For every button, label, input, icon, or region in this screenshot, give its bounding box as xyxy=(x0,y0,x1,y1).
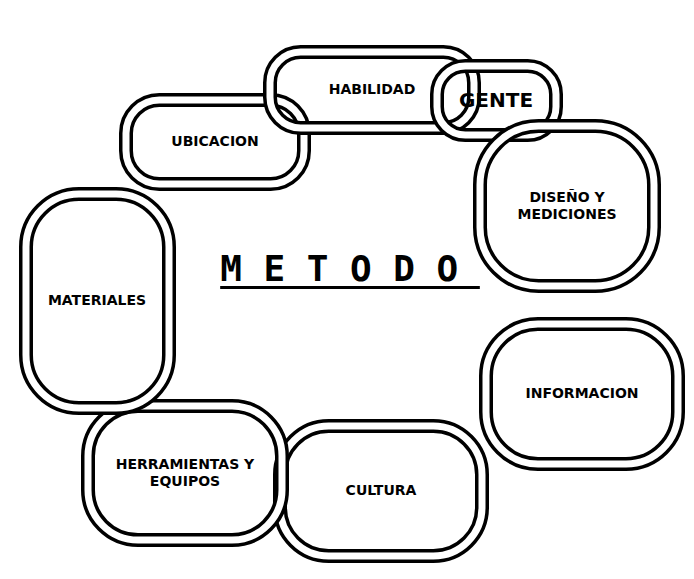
link-label: GENTE xyxy=(459,88,533,113)
chain-link: DISEÑO Y MEDICIONES xyxy=(472,118,662,294)
link-label: MATERIALES xyxy=(48,292,146,310)
link-band-outer xyxy=(480,126,654,286)
link-label: DISEÑO Y MEDICIONES xyxy=(502,189,632,224)
link-band-inner xyxy=(480,126,654,286)
link-band-inner xyxy=(26,194,169,408)
link-label: HABILIDAD xyxy=(329,81,416,99)
link-label: HERRAMIENTAS Y EQUIPOS xyxy=(110,456,260,491)
chain-link: MATERIALES xyxy=(18,186,177,416)
link-band-outer xyxy=(88,406,282,540)
link-band-outer xyxy=(486,324,678,464)
link-band-inner xyxy=(486,324,678,464)
link-label: INFORMACION xyxy=(525,385,638,403)
link-label: UBICACION xyxy=(171,133,258,151)
chain-link: HERRAMIENTAS Y EQUIPOS xyxy=(80,398,290,548)
link-band-outer xyxy=(26,194,169,408)
chain-link: CULTURA xyxy=(272,418,490,564)
link-band-outer xyxy=(280,426,482,556)
chain-link: INFORMACION xyxy=(478,316,686,472)
chain-link: UBICACION xyxy=(118,92,312,192)
link-band-inner xyxy=(88,406,282,540)
center-title: METODO xyxy=(220,248,480,289)
link-label: CULTURA xyxy=(346,482,417,500)
link-band-inner xyxy=(280,426,482,556)
